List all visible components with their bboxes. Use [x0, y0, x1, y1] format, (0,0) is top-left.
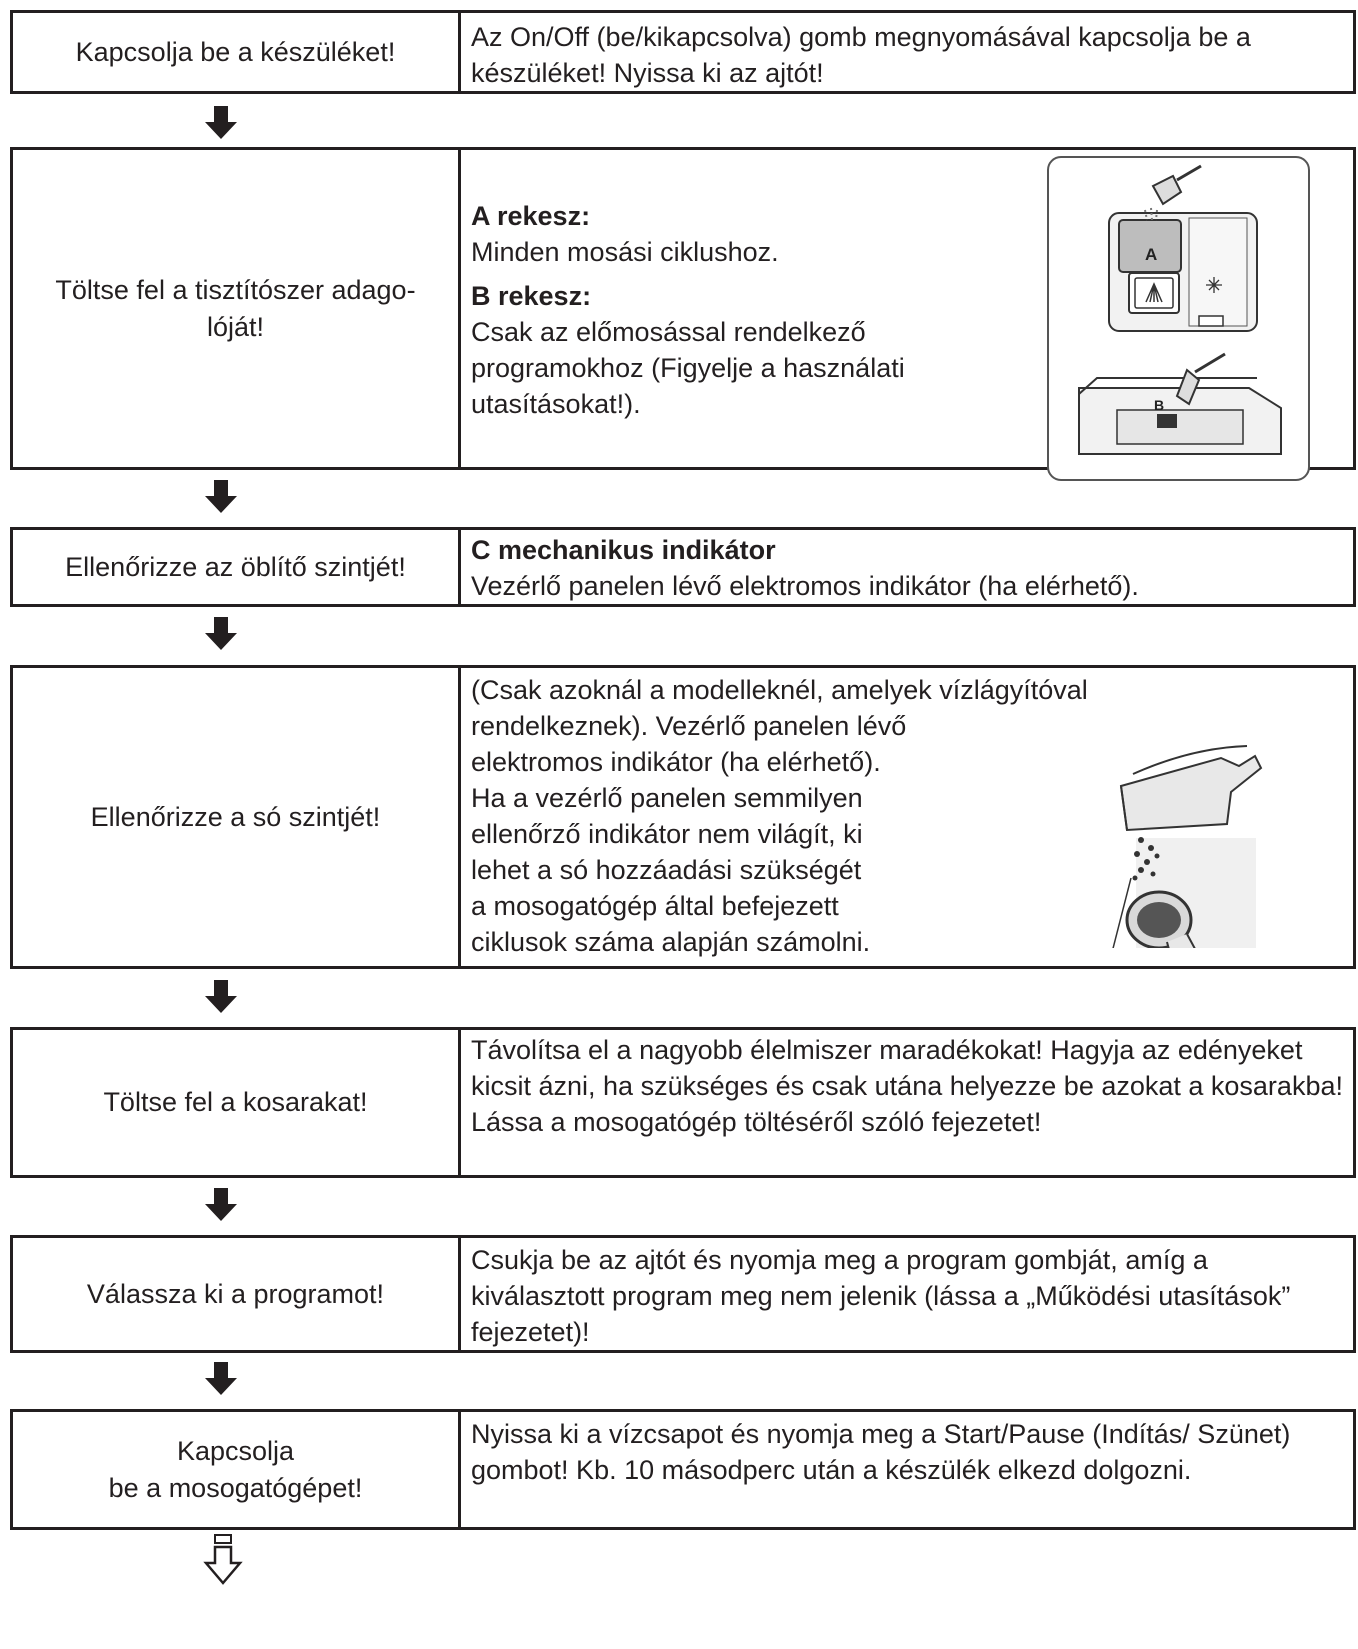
svg-text:A: A: [1145, 245, 1157, 264]
compartment-b-text-line-2: programokhoz (Figyelje a használati: [471, 353, 905, 383]
step-3-label: Ellenőrizze az öblítő szintjét!: [13, 530, 461, 604]
compartment-a-text: Minden mosási ciklushoz.: [471, 237, 779, 267]
down-arrow-icon: [205, 617, 237, 650]
step-5-label: Töltse fel a kosarakat!: [13, 1030, 461, 1175]
step-2-label: Töltse fel a tisztítószer adago- lóját!: [13, 150, 461, 467]
rinse-indicator-title: C mechanikus indikátor: [471, 535, 776, 565]
step-1-description: Az On/Off (be/kikapcsolva) gomb megnyomá…: [471, 22, 1251, 88]
step-7-label: Kapcsolja be a mosogatógépet!: [13, 1412, 461, 1527]
detergent-dispenser-illustration: A B: [1047, 156, 1310, 481]
salt-text-line-8: ciklusok száma alapján számolni.: [471, 927, 871, 957]
salt-text-line-5: ellenőrző indikátor nem világít, ki: [471, 819, 863, 849]
step-7-description: Nyissa ki a vízcsapot és nyomja meg a St…: [471, 1419, 1291, 1485]
step-3-row: Ellenőrizze az öblítő szintjét! C mechan…: [10, 527, 1356, 607]
salt-text-line-2: rendelkeznek). Vezérlő panelen lévő: [471, 711, 907, 741]
compartment-a-title: A rekesz:: [471, 201, 591, 231]
down-arrow-icon: [205, 480, 237, 513]
step-6-row: Válassza ki a programot! Csukja be az aj…: [10, 1235, 1356, 1353]
salt-text-line-3: elektromos indikátor (ha elérhető).: [471, 747, 881, 777]
down-arrow-icon: [205, 1188, 237, 1221]
salt-refill-illustration: [1112, 745, 1263, 948]
salt-text-line-1: (Csak azoknál a modelleknél, amelyek víz…: [471, 675, 1088, 705]
down-arrow-icon: [205, 106, 237, 139]
step-2-row: Töltse fel a tisztítószer adago- lóját! …: [10, 147, 1356, 481]
down-arrow-icon: [205, 1362, 237, 1395]
step-6-label: Válassza ki a programot!: [13, 1238, 461, 1350]
outline-down-arrow-icon: [203, 1534, 243, 1585]
svg-text:B: B: [1154, 397, 1164, 413]
salt-text-line-6: lehet a só hozzáadási szükségét: [471, 855, 862, 885]
salt-text-line-4: Ha a vezérlő panelen semmilyen: [471, 783, 863, 813]
compartment-b-text-line-1: Csak az előmosással rendelkező: [471, 317, 866, 347]
salt-text-line-7: a mosogatógép által befejezett: [471, 891, 839, 921]
step-1-row: Kapcsolja be a készüléket! Az On/Off (be…: [10, 10, 1356, 94]
step-1-label: Kapcsolja be a készüléket!: [13, 13, 461, 91]
step-7-row: Kapcsolja be a mosogatógépet! Nyissa ki …: [10, 1409, 1356, 1530]
step-4-row: Ellenőrizze a só szintjét! (Csak azoknál…: [10, 665, 1356, 969]
compartment-b-text-line-3: utasításokat!).: [471, 389, 641, 419]
step-4-label: Ellenőrizze a só szintjét!: [13, 668, 461, 966]
step-5-description: Távolítsa el a nagyobb élelmiszer maradé…: [471, 1035, 1343, 1137]
compartment-b-title: B rekesz:: [471, 281, 592, 311]
step-6-description: Csukja be az ajtót és nyomja meg a progr…: [471, 1245, 1291, 1347]
rinse-indicator-text: Vezérlő panelen lévő elektromos indikáto…: [471, 571, 1139, 601]
down-arrow-icon: [205, 980, 237, 1013]
step-5-row: Töltse fel a kosarakat! Távolítsa el a n…: [10, 1027, 1356, 1178]
